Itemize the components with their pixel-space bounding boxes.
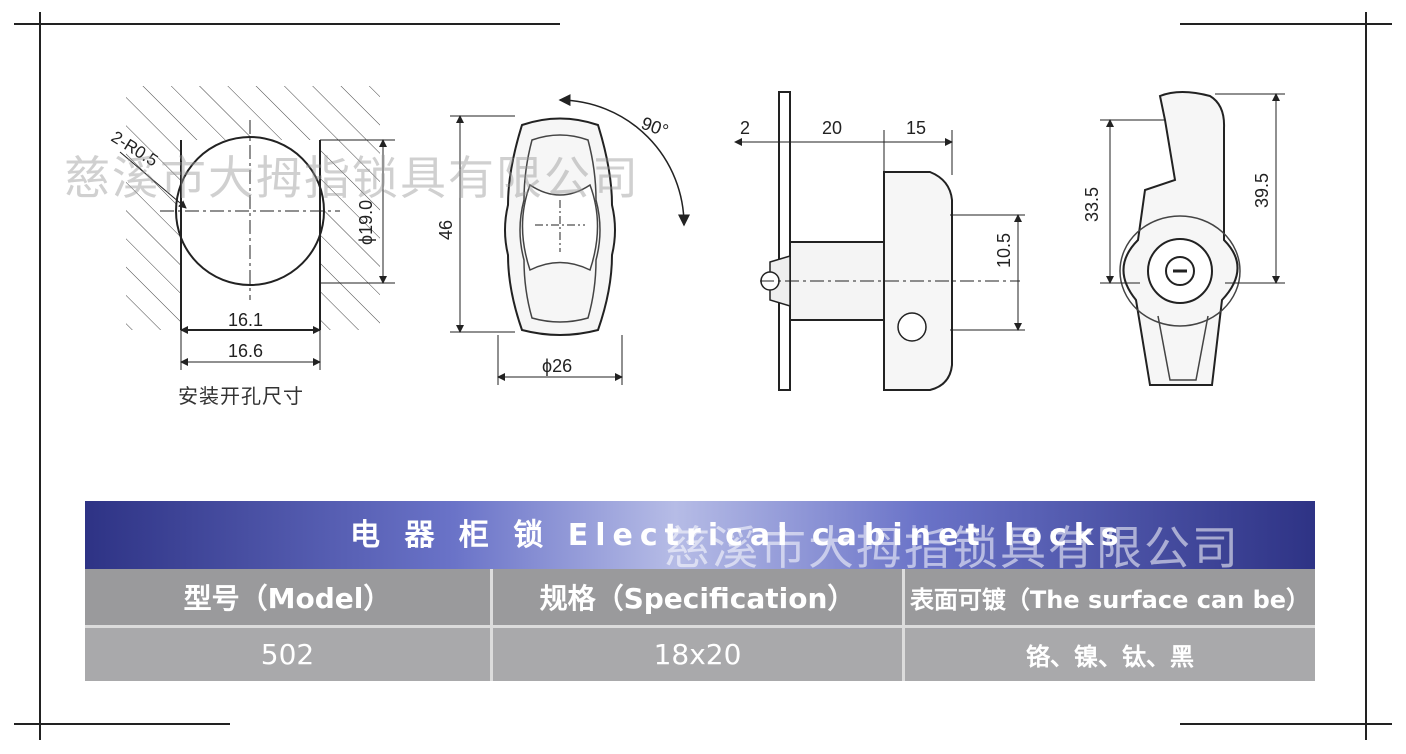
height-39-5-label: 39.5 — [1252, 173, 1272, 208]
value-surface: 铬、镍、钛、黑 — [905, 625, 1315, 681]
company-watermark: 慈溪市大拇指锁具有限公司 — [64, 151, 640, 205]
mounting-hole-view: 2-R0.5 ϕ19.0 16.1 16.6 — [108, 86, 395, 370]
sheet-frame — [14, 12, 1392, 740]
angle-90-label: 90° — [639, 113, 671, 141]
mounting-hole-caption: 安装开孔尺寸 — [178, 384, 304, 408]
length-15-label: 15 — [906, 118, 926, 138]
header-model: 型号（Model） — [85, 569, 493, 625]
spec-table-banner: 电 器 柜 锁 Electrical cabinet locks — [85, 501, 1315, 569]
header-specification: 规格（Specification） — [493, 569, 905, 625]
diameter-26-label: ϕ26 — [542, 356, 572, 376]
width-16-6-label: 16.6 — [228, 341, 263, 361]
value-specification: 18x20 — [493, 625, 905, 681]
diameter-19-label: ϕ19.0 — [356, 200, 376, 245]
company-watermark-banner: 慈溪市大拇指锁具有限公司 — [664, 521, 1240, 575]
spec-table: 电 器 柜 锁 Electrical cabinet locks 型号（Mode… — [85, 501, 1315, 681]
height-33-5-label: 33.5 — [1082, 187, 1102, 222]
height-46-label: 46 — [436, 220, 456, 240]
lock-side-view: 2 20 15 10.5 — [734, 91, 1025, 391]
value-model: 502 — [85, 625, 493, 681]
width-16-1-label: 16.1 — [228, 310, 263, 330]
height-10-5-label: 10.5 — [994, 233, 1014, 268]
length-20-label: 20 — [822, 118, 842, 138]
lock-rear-view: 33.5 39.5 — [1082, 91, 1285, 386]
spec-table-row: 502 18x20 铬、镍、钛、黑 — [85, 625, 1315, 681]
header-surface: 表面可镀（The surface can be） — [905, 569, 1315, 625]
spec-table-header-row: 型号（Model） 规格（Specification） 表面可镀（The sur… — [85, 569, 1315, 625]
thickness-2-label: 2 — [740, 118, 750, 138]
knob-front-view: 46 ϕ26 90° — [436, 94, 690, 385]
